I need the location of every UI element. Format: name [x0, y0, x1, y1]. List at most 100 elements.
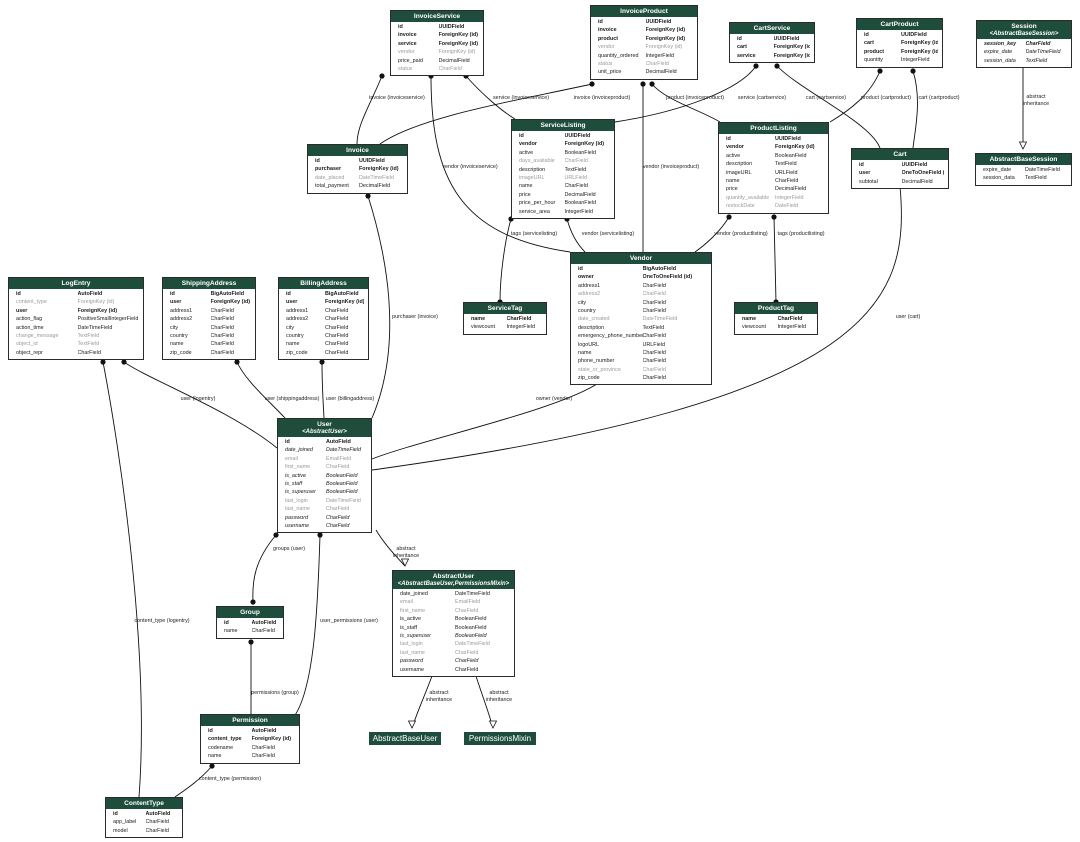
edge-label: owner (vendor)	[535, 396, 573, 402]
field-name: user	[16, 307, 28, 314]
field-name: vendor	[598, 44, 615, 51]
edge-endpoint-dot	[753, 63, 759, 69]
field-type: ForeignKey (id)	[645, 44, 683, 51]
model-title: CartService	[753, 24, 791, 32]
field-name: expire_date	[984, 49, 1013, 56]
field-name: id	[519, 133, 524, 139]
model-header: AbstractBaseSession	[976, 154, 1071, 165]
field-name: content_type	[208, 736, 242, 743]
model-header: Session<AbstractBaseSession>	[977, 21, 1071, 39]
edge-label: invoice (invoiceproduct)	[573, 95, 631, 101]
field-name: id	[598, 19, 603, 25]
model-title: AbstractBaseSession	[989, 155, 1058, 163]
field-name: password	[285, 514, 309, 521]
field-type: PositiveSmallIntegerField	[77, 316, 139, 323]
field-name: country	[286, 332, 304, 339]
model-header: CartService	[730, 23, 814, 34]
edge-endpoint-dot	[234, 359, 240, 365]
field-type: CharField	[210, 316, 234, 323]
field-name: date_joined	[285, 447, 313, 454]
field-name: name	[224, 628, 238, 635]
field-name: address1	[578, 282, 601, 289]
field-name: email	[285, 455, 298, 462]
field-name: imageURL	[726, 169, 752, 176]
field-name: price	[726, 186, 738, 193]
field-type: CharField	[438, 65, 462, 72]
edge-endpoint-dot	[121, 359, 127, 365]
field-name: username	[285, 522, 309, 529]
field-type: DateTimeField	[77, 324, 113, 331]
edge-label: service (cartservice)	[737, 95, 787, 101]
field-name: description	[578, 324, 605, 331]
field-name: is_staff	[400, 624, 417, 631]
edge-invoiceproduct-invoice	[379, 83, 593, 145]
model-title: User	[317, 420, 332, 428]
edge-endpoint-dot	[273, 532, 279, 538]
field-name: quantity	[864, 57, 883, 64]
model-header: ContentType	[106, 798, 182, 809]
field-type: UUIDField	[901, 32, 927, 38]
field-name: object_id	[16, 341, 38, 348]
field-type: CharField	[326, 522, 350, 529]
model-title: ProductTag	[757, 304, 795, 312]
field-name: address1	[286, 307, 309, 314]
field-type: TextField	[77, 341, 100, 348]
field-type: DateTimeField	[1025, 49, 1061, 56]
field-type: CharField	[325, 332, 349, 339]
model-header: CartProduct	[857, 19, 942, 30]
field-name: password	[400, 658, 424, 665]
field-name: product	[864, 48, 885, 55]
edge-productlisting-tags	[773, 216, 777, 303]
edge-user-groups	[252, 534, 277, 603]
edge-billing-user	[321, 361, 325, 419]
edge-label: vendor (servicelisting)	[581, 231, 635, 237]
inheritance-arrowhead	[1018, 141, 1028, 150]
model-title: InvoiceService	[413, 12, 461, 20]
field-type: ForeignKey (id)	[438, 40, 479, 47]
edge-label: abstract inheritance	[1022, 94, 1050, 107]
edge-endpoint-dot	[726, 214, 732, 220]
field-type: EmailField	[455, 599, 481, 606]
field-row: username CharField	[278, 522, 371, 530]
field-type: UUIDField	[645, 19, 672, 25]
field-name: price	[519, 191, 531, 198]
edge-logentry-contenttype	[102, 361, 142, 798]
field-name: service	[737, 52, 756, 59]
field-name: viewcount	[742, 324, 766, 331]
field-row: id UUIDField	[591, 18, 697, 26]
model-base-class: <AbstractBaseSession>	[989, 30, 1059, 37]
edge-endpoint-dot	[365, 193, 371, 199]
field-type: UUIDField	[564, 133, 591, 139]
field-name: id	[224, 620, 229, 626]
field-type: ForeignKey (id)	[359, 166, 399, 173]
field-name: total_payment	[315, 183, 349, 190]
field-type: DateTimeField	[642, 316, 678, 323]
edge-label: vendor (productlisting)	[714, 231, 768, 237]
field-type: DateTimeField	[1025, 167, 1060, 173]
field-type: CharField	[564, 183, 588, 190]
edge-endpoint-dot	[589, 81, 595, 87]
